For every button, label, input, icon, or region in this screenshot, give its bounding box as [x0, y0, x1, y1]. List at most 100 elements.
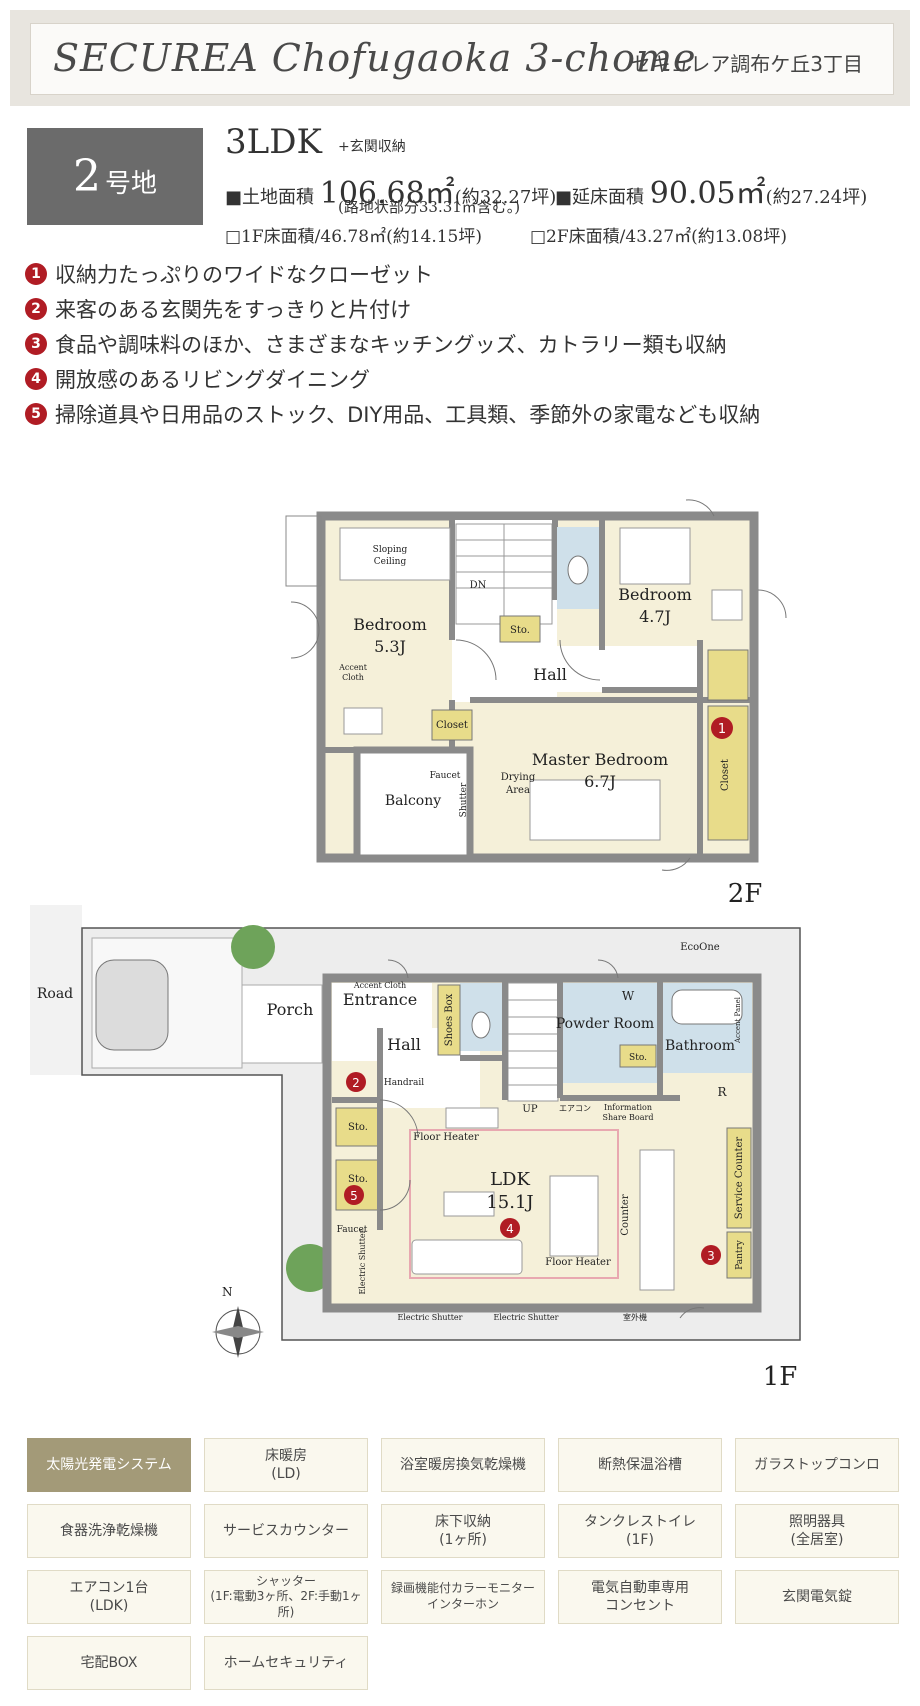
- lot-number: 2: [72, 151, 101, 202]
- doors-1f: [379, 959, 705, 1319]
- land-note: (路地状部分33.31㎡含む。): [338, 198, 521, 216]
- porch-label: Porch: [267, 1000, 314, 1019]
- equipment-item: 太陽光発電システム: [27, 1438, 191, 1492]
- marker-1: 1: [718, 722, 726, 737]
- sto-label-wet: Sto.: [629, 1053, 647, 1063]
- equipment-item: 床暖房 (LD): [204, 1438, 368, 1492]
- equipment-grid: 太陽光発電システム 床暖房 (LD) 浴室暖房換気乾燥機 断熱保温浴槽 ガラスト…: [27, 1438, 899, 1690]
- shutter-label-2f: Shutter: [459, 782, 469, 817]
- floor-plans: Bedroom 5.3J Bedroom 4.7J Master Bedroom…: [30, 499, 801, 1392]
- closet-right-2f: [707, 649, 749, 701]
- feature-number: 2: [25, 297, 47, 320]
- marker-2: 2: [352, 1076, 360, 1090]
- stairs-1f: [507, 982, 559, 1102]
- equipment-item: エアコン1台 (LDK): [27, 1570, 191, 1624]
- feature-text: 収納力たっぷりのワイドなクローゼット: [55, 262, 433, 287]
- feature-text: 掃除道具や日用品のストック、DIY用品、工具類、季節外の家電なども収納: [55, 402, 761, 427]
- closet-small-2f: [431, 709, 473, 741]
- doors-2f: [290, 499, 787, 871]
- marker-3-circle: [701, 1245, 721, 1265]
- faucet-label-2f: Faucet: [430, 771, 461, 781]
- tv-board: [445, 1107, 499, 1129]
- floor-heater-label-2: Floor Heater: [545, 1257, 611, 1268]
- floor-area: ■延床面積 90.05㎡(約27.24坪): [555, 168, 867, 212]
- r-label: R: [717, 1085, 727, 1099]
- marker-5: 5: [350, 1189, 358, 1203]
- feature-number: 3: [25, 332, 47, 355]
- w-label: W: [622, 989, 635, 1003]
- car: [95, 959, 169, 1051]
- shoes-box-label: Shoes Box: [444, 993, 455, 1046]
- handrail-label: Handrail: [384, 1078, 424, 1088]
- second-floor-area: □2F床面積/43.27㎡(約13.08坪): [530, 227, 788, 247]
- ecoone-label: EcoOne: [680, 942, 720, 953]
- interior-walls-2f: [321, 516, 754, 858]
- bed-left: [339, 527, 451, 581]
- area-label: Area: [505, 785, 530, 796]
- road-strip: [30, 905, 82, 1075]
- floor-label-1f: 1F: [763, 1362, 798, 1392]
- outdoor-unit-label: 室外機: [623, 1312, 647, 1322]
- sto-label-1f-a: Sto.: [348, 1122, 368, 1133]
- pantry: [726, 1231, 752, 1279]
- entrance-label: Entrance: [343, 990, 417, 1009]
- balcony-area: [353, 746, 474, 862]
- stairs-2f: [455, 523, 553, 625]
- cloth-label: Cloth: [342, 673, 364, 682]
- dining-table: [549, 1175, 599, 1257]
- bathroom-label: Bathroom: [665, 1038, 735, 1054]
- room-size-bedroom-right: 4.7J: [639, 607, 671, 626]
- land-tsubo: (約32.27坪): [454, 187, 557, 208]
- room-label-master: Master Bedroom: [532, 750, 668, 769]
- shoes-box: [437, 984, 461, 1056]
- land-label: ■土地面積: [225, 187, 315, 208]
- ceiling-label: Ceiling: [374, 557, 407, 567]
- faucet-label-1f: Faucet: [337, 1225, 368, 1235]
- electric-shutter-2: Electric Shutter: [493, 1313, 558, 1322]
- room-label-bedroom-right: Bedroom: [618, 585, 692, 604]
- feature-text: 開放感のあるリビングダイニング: [55, 367, 370, 392]
- window-left-2f: [285, 515, 322, 587]
- title-ja: セキュレア調布ケ丘3丁目: [630, 52, 863, 76]
- header-panel: SECUREA Chofugaoka 3-chome セキュレア調布ケ丘3丁目: [30, 23, 894, 95]
- equipment-item: 浴室暖房換気乾燥機: [381, 1438, 545, 1492]
- layout-note: +玄関収納: [338, 139, 406, 155]
- equipment-item: 食器洗浄乾燥機: [27, 1504, 191, 1558]
- service-counter: [726, 1127, 752, 1229]
- sto-label-1f-b: Sto.: [348, 1174, 368, 1185]
- bathtub: [671, 989, 743, 1025]
- drying-label: Drying: [501, 772, 536, 783]
- room-label-hall-2f: Hall: [533, 665, 567, 684]
- porch: [241, 984, 323, 1064]
- sto-1f-upper: [335, 1107, 381, 1147]
- feature-number: 5: [25, 402, 47, 425]
- toilet-bowl-2f: [567, 555, 589, 585]
- equipment-item: サービスカウンター: [204, 1504, 368, 1558]
- equipment-item: タンクレストイレ (1F): [558, 1504, 722, 1558]
- marker-1-circle: [711, 717, 733, 739]
- marker-5-circle: [344, 1185, 364, 1205]
- feature-item: 4 開放感のあるリビングダイニング: [25, 361, 760, 396]
- closet-master-label: Closet: [720, 759, 731, 791]
- tree-2: [286, 1244, 334, 1292]
- equipment-item: シャッター (1F:電動3ヶ所、2F:手動1ヶ所): [204, 1570, 368, 1624]
- kitchen-counter: [639, 1149, 675, 1291]
- info-label-2: Share Board: [603, 1113, 654, 1122]
- desk-left: [343, 707, 383, 735]
- equipment-item: 床下収納 (1ヶ所): [381, 1504, 545, 1558]
- interior-walls-1f: [332, 978, 680, 1230]
- sto-label-2f: Sto.: [510, 625, 530, 636]
- dn-label: DN: [470, 580, 487, 591]
- ldk-label: LDK: [490, 1169, 530, 1190]
- equipment-item: 録画機能付カラーモニター インターホン: [381, 1570, 545, 1624]
- compass: N: [212, 1285, 264, 1358]
- hall-2f-corridor: [452, 646, 702, 692]
- floor-heater-area: [409, 1129, 619, 1279]
- floor-label-2f: 2F: [728, 879, 763, 909]
- accent-cloth-label-1f: Accent Cloth: [353, 981, 406, 990]
- floor-area-value: 90.05㎡: [649, 176, 766, 211]
- sto-wet: [619, 1044, 657, 1068]
- feature-number: 4: [25, 367, 47, 390]
